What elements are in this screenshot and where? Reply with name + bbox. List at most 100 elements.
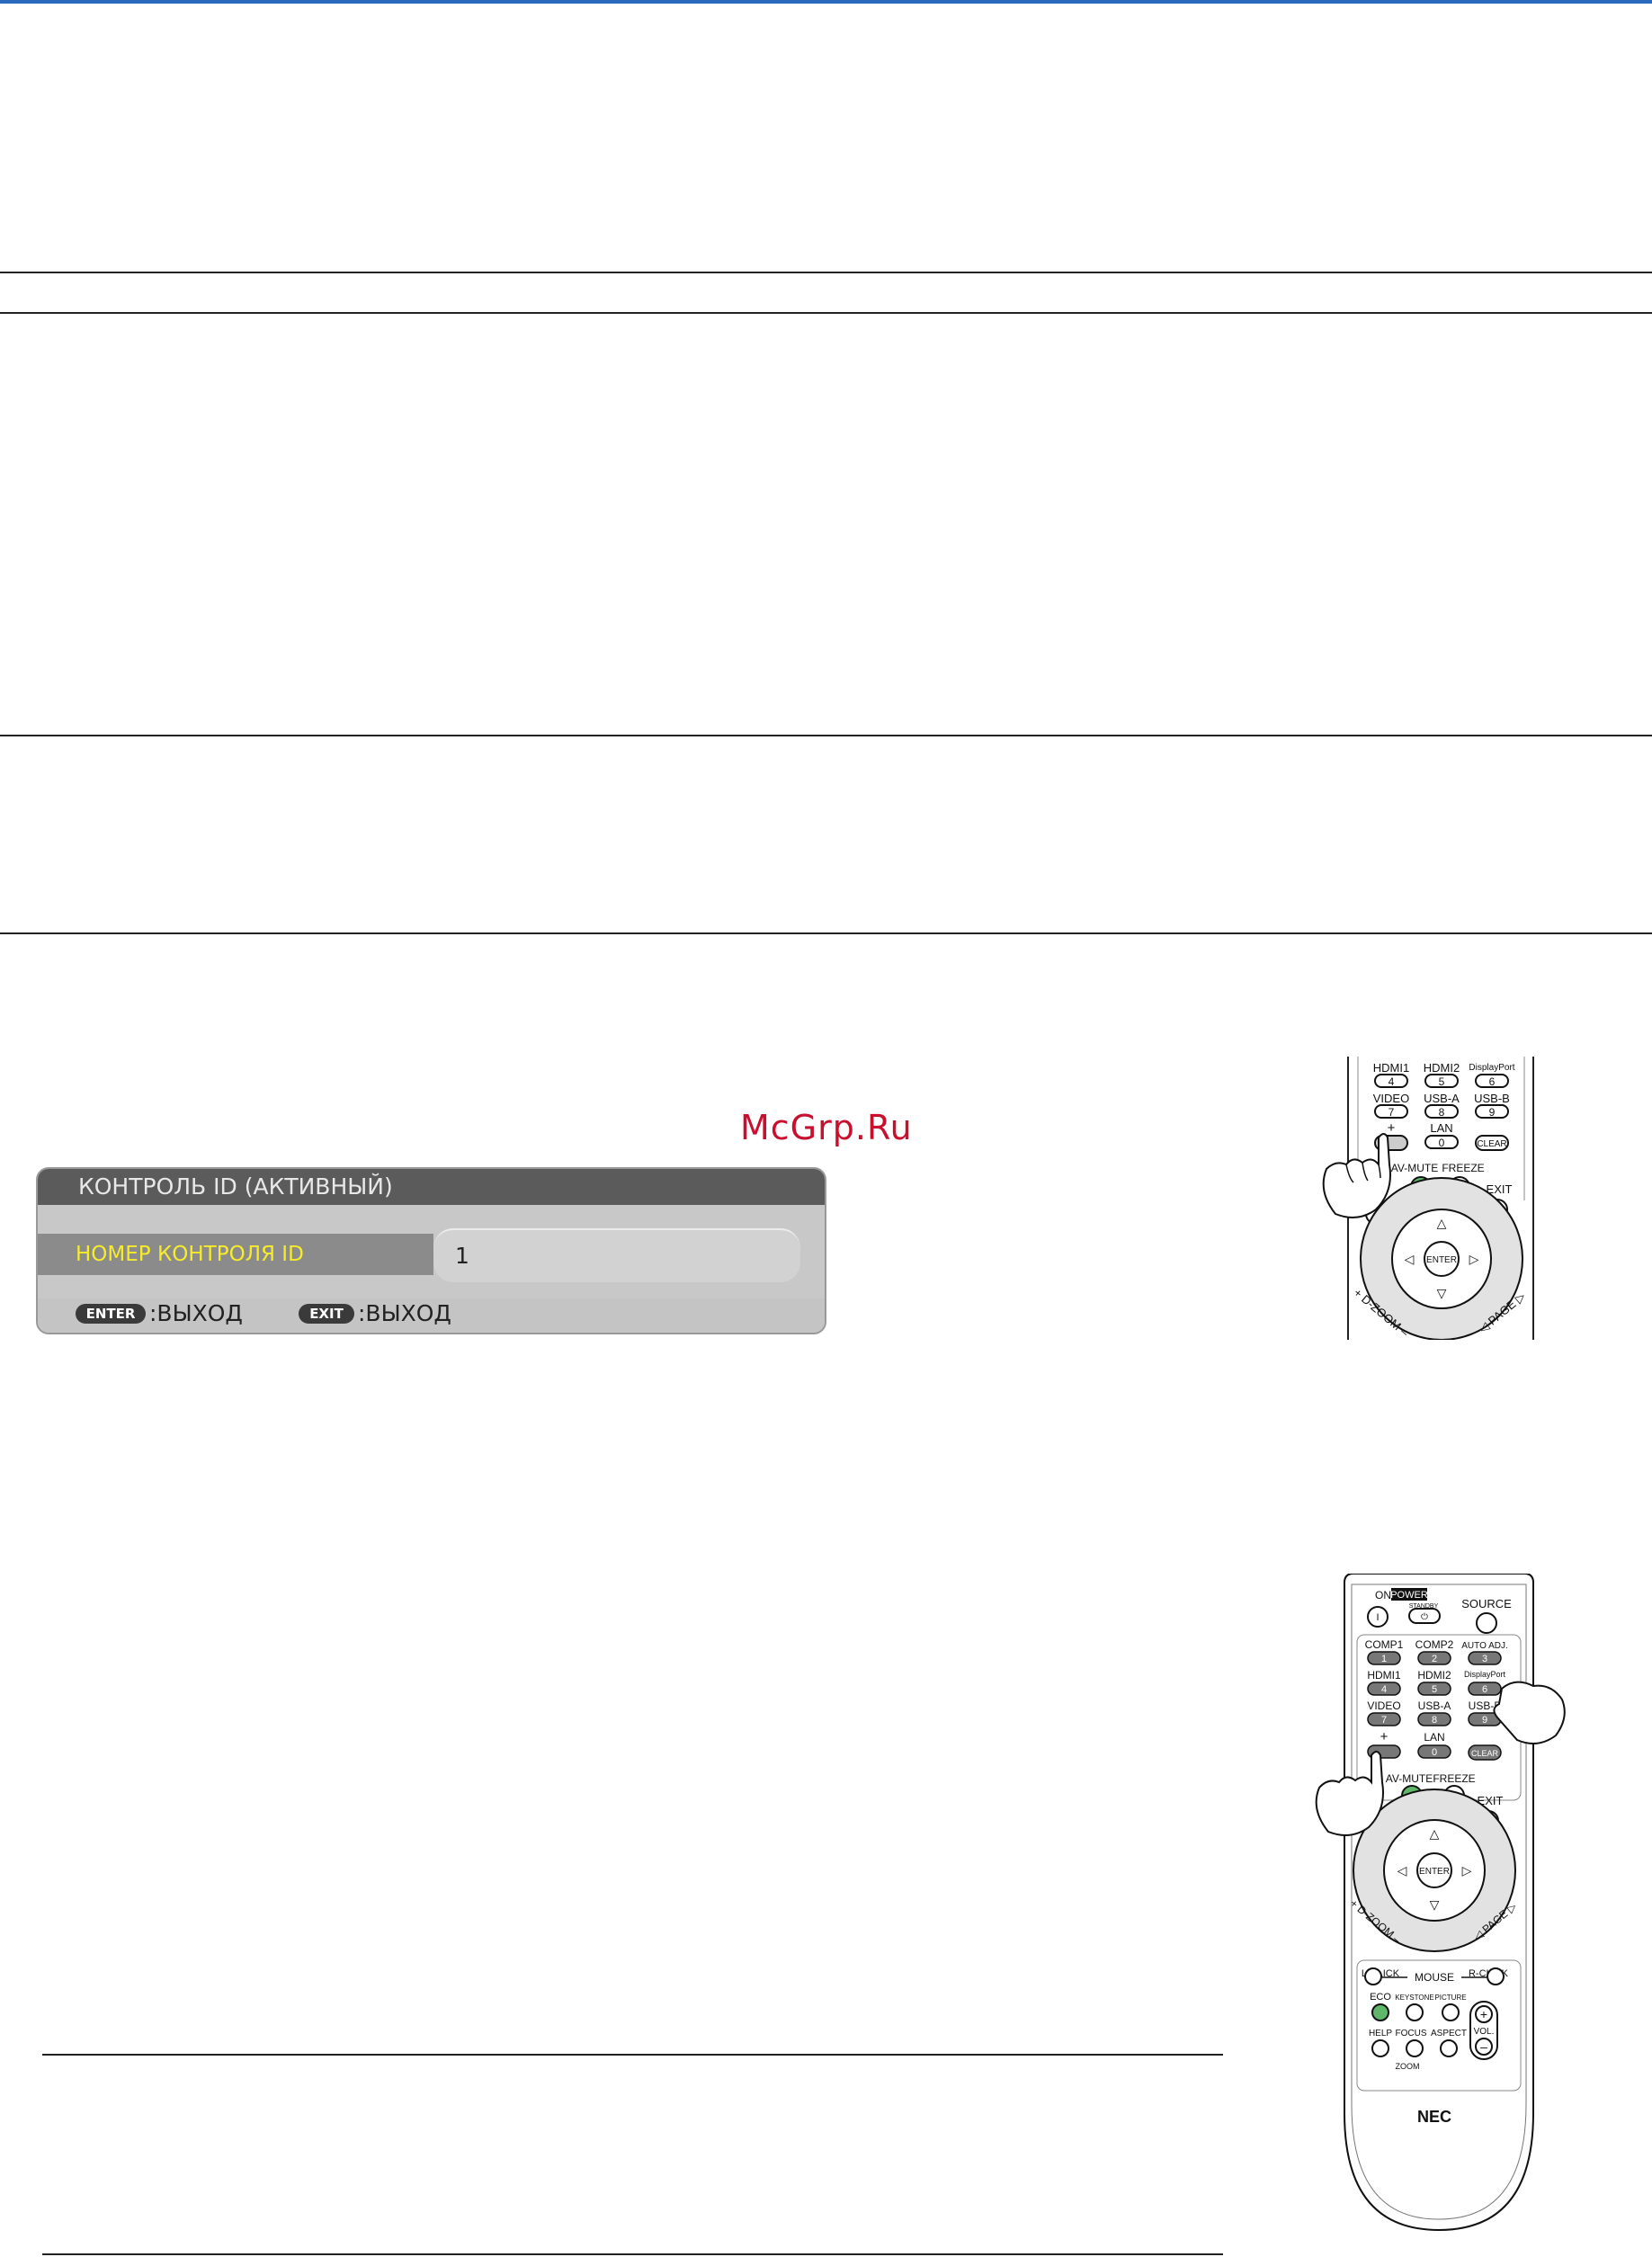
svg-text:CLEAR: CLEAR bbox=[1471, 1749, 1499, 1758]
svg-text:△: △ bbox=[1430, 1826, 1440, 1841]
label-hdmi1: HDMI1 bbox=[1373, 1061, 1409, 1075]
enter-button bbox=[1424, 1241, 1460, 1277]
btn-0 bbox=[1424, 1135, 1459, 1149]
label-video: VIDEO bbox=[1373, 1092, 1409, 1105]
divider-6 bbox=[42, 2253, 1223, 2255]
svg-text:0: 0 bbox=[1432, 1747, 1437, 1758]
svg-text:AV-MUTE: AV-MUTE bbox=[1386, 1772, 1433, 1785]
enter-key-badge: ENTER bbox=[76, 1304, 146, 1324]
svg-text:2: 2 bbox=[1432, 1654, 1437, 1664]
control-id-number-row[interactable]: НОМЕР КОНТРОЛЯ ID 1 bbox=[38, 1228, 825, 1282]
label-exit: EXIT bbox=[1487, 1182, 1513, 1196]
power-on-button bbox=[1367, 1606, 1389, 1628]
svg-text:EXIT: EXIT bbox=[1478, 1794, 1504, 1807]
svg-text:◁: ◁ bbox=[1405, 1252, 1415, 1266]
svg-text:ASPECT: ASPECT bbox=[1431, 2029, 1467, 2038]
svg-text:▽: ▽ bbox=[1430, 1897, 1440, 1912]
field-label-highlight bbox=[38, 1234, 433, 1275]
pointing-hand-icon bbox=[1322, 1133, 1391, 1218]
svg-text:7: 7 bbox=[1381, 1715, 1387, 1726]
label-freeze: FREEZE bbox=[1442, 1162, 1484, 1174]
svg-text:KEYSTONE: KEYSTONE bbox=[1395, 1994, 1433, 2002]
field-value: 1 bbox=[455, 1243, 469, 1269]
pointing-hand-icon-2 bbox=[1493, 1681, 1566, 1744]
svg-text:6: 6 bbox=[1482, 1684, 1487, 1695]
btn-clear bbox=[1475, 1135, 1509, 1151]
field-label: НОМЕР КОНТРОЛЯ ID bbox=[76, 1243, 304, 1266]
svg-text:CLEAR: CLEAR bbox=[1477, 1139, 1506, 1149]
dialog-title: КОНТРОЛЬ ID (АКТИВНЫЙ) bbox=[38, 1169, 825, 1205]
svg-text:AUTO ADJ.: AUTO ADJ. bbox=[1461, 1641, 1508, 1651]
label-usb-a: USB-A bbox=[1424, 1092, 1460, 1105]
label-av-mute: AV-MUTE bbox=[1391, 1162, 1438, 1174]
pointing-hand-icon bbox=[1315, 1751, 1384, 1836]
label-displayport: DisplayPort bbox=[1469, 1063, 1514, 1073]
top-color-bar bbox=[0, 0, 1652, 4]
nec-logo: NEC bbox=[1417, 2108, 1451, 2126]
svg-text:▽: ▽ bbox=[1437, 1286, 1447, 1300]
svg-text:COMP2: COMP2 bbox=[1415, 1638, 1454, 1651]
btn-4 bbox=[1374, 1074, 1408, 1088]
svg-text:I: I bbox=[1376, 1612, 1379, 1623]
svg-text:4: 4 bbox=[1381, 1684, 1387, 1695]
svg-text:3: 3 bbox=[1482, 1654, 1487, 1664]
exit-action-text: :ВЫХОД bbox=[358, 1300, 451, 1326]
svg-text:1: 1 bbox=[1381, 1654, 1387, 1664]
control-id-value-field[interactable]: 1 bbox=[433, 1228, 800, 1282]
svg-text:5: 5 bbox=[1439, 1075, 1445, 1088]
svg-text:DisplayPort: DisplayPort bbox=[1464, 1670, 1506, 1679]
svg-text:◁: ◁ bbox=[1398, 1863, 1407, 1878]
svg-text:8: 8 bbox=[1439, 1106, 1445, 1119]
divider-3 bbox=[0, 735, 1652, 736]
btn-8 bbox=[1424, 1104, 1459, 1119]
svg-text:–: – bbox=[1480, 2039, 1487, 2054]
svg-text:ENTER: ENTER bbox=[1419, 1867, 1450, 1877]
label-usb-b: USB-B bbox=[1474, 1092, 1510, 1105]
label-lan: LAN bbox=[1430, 1121, 1452, 1135]
btn-9 bbox=[1475, 1104, 1509, 1119]
label-source: SOURCE bbox=[1461, 1597, 1512, 1610]
svg-text:PICTURE: PICTURE bbox=[1434, 1994, 1466, 2002]
svg-text:HDMI1: HDMI1 bbox=[1367, 1669, 1401, 1682]
watermark: McGrp.Ru bbox=[740, 1108, 913, 1147]
svg-text:4: 4 bbox=[1389, 1075, 1395, 1088]
svg-text:9: 9 bbox=[1489, 1106, 1496, 1119]
svg-text:FREEZE: FREEZE bbox=[1433, 1772, 1475, 1785]
standby-button bbox=[1408, 1608, 1441, 1624]
remote-full-illustration: ON POWER STANDBY I ⏻ SOURCE COMP1 COMP2 … bbox=[1315, 1574, 1566, 2232]
svg-text:⏻: ⏻ bbox=[1421, 1612, 1428, 1622]
svg-text:0: 0 bbox=[1439, 1137, 1445, 1149]
divider-5 bbox=[42, 2054, 1223, 2056]
source-button bbox=[1476, 1612, 1497, 1634]
label-power: POWER bbox=[1390, 1590, 1428, 1601]
svg-text:9: 9 bbox=[1482, 1715, 1487, 1726]
svg-text:VOL.: VOL. bbox=[1474, 2027, 1495, 2037]
divider-2 bbox=[0, 312, 1652, 314]
svg-text:ZOOM: ZOOM bbox=[1396, 2062, 1420, 2071]
dialog-footer bbox=[38, 1298, 825, 1333]
btn-7 bbox=[1374, 1104, 1408, 1119]
svg-text:USB-B: USB-B bbox=[1469, 1699, 1502, 1712]
svg-text:+: + bbox=[1480, 2007, 1487, 2021]
svg-text:7: 7 bbox=[1389, 1106, 1395, 1119]
enter-action-text: :ВЫХОД bbox=[149, 1300, 243, 1326]
btn-6 bbox=[1475, 1074, 1509, 1088]
svg-text:COMP1: COMP1 bbox=[1365, 1638, 1404, 1651]
svg-text:6: 6 bbox=[1489, 1075, 1496, 1088]
svg-text:LAN: LAN bbox=[1424, 1731, 1444, 1744]
svg-text:△: △ bbox=[1437, 1216, 1447, 1230]
exit-key-badge: EXIT bbox=[299, 1304, 354, 1324]
svg-text:ENTER: ENTER bbox=[1426, 1255, 1457, 1265]
label-standby: STANDBY bbox=[1409, 1603, 1439, 1610]
remote-partial-illustration: HDMI1 HDMI2 DisplayPort 4 5 6 VIDEO USB-… bbox=[1322, 1057, 1534, 1340]
svg-text:VIDEO: VIDEO bbox=[1367, 1699, 1400, 1712]
control-id-dialog: КОНТРОЛЬ ID (АКТИВНЫЙ) НОМЕР КОНТРОЛЯ ID… bbox=[36, 1167, 826, 1334]
svg-text:▷: ▷ bbox=[1462, 1863, 1472, 1878]
divider-4 bbox=[0, 932, 1652, 934]
label-hdmi2: HDMI2 bbox=[1424, 1061, 1460, 1075]
divider-1 bbox=[0, 272, 1652, 273]
svg-text:ECO: ECO bbox=[1370, 1992, 1391, 2003]
svg-text:USB-A: USB-A bbox=[1418, 1699, 1451, 1712]
svg-text:HDMI2: HDMI2 bbox=[1417, 1669, 1451, 1682]
svg-text:+: + bbox=[1380, 1729, 1389, 1744]
